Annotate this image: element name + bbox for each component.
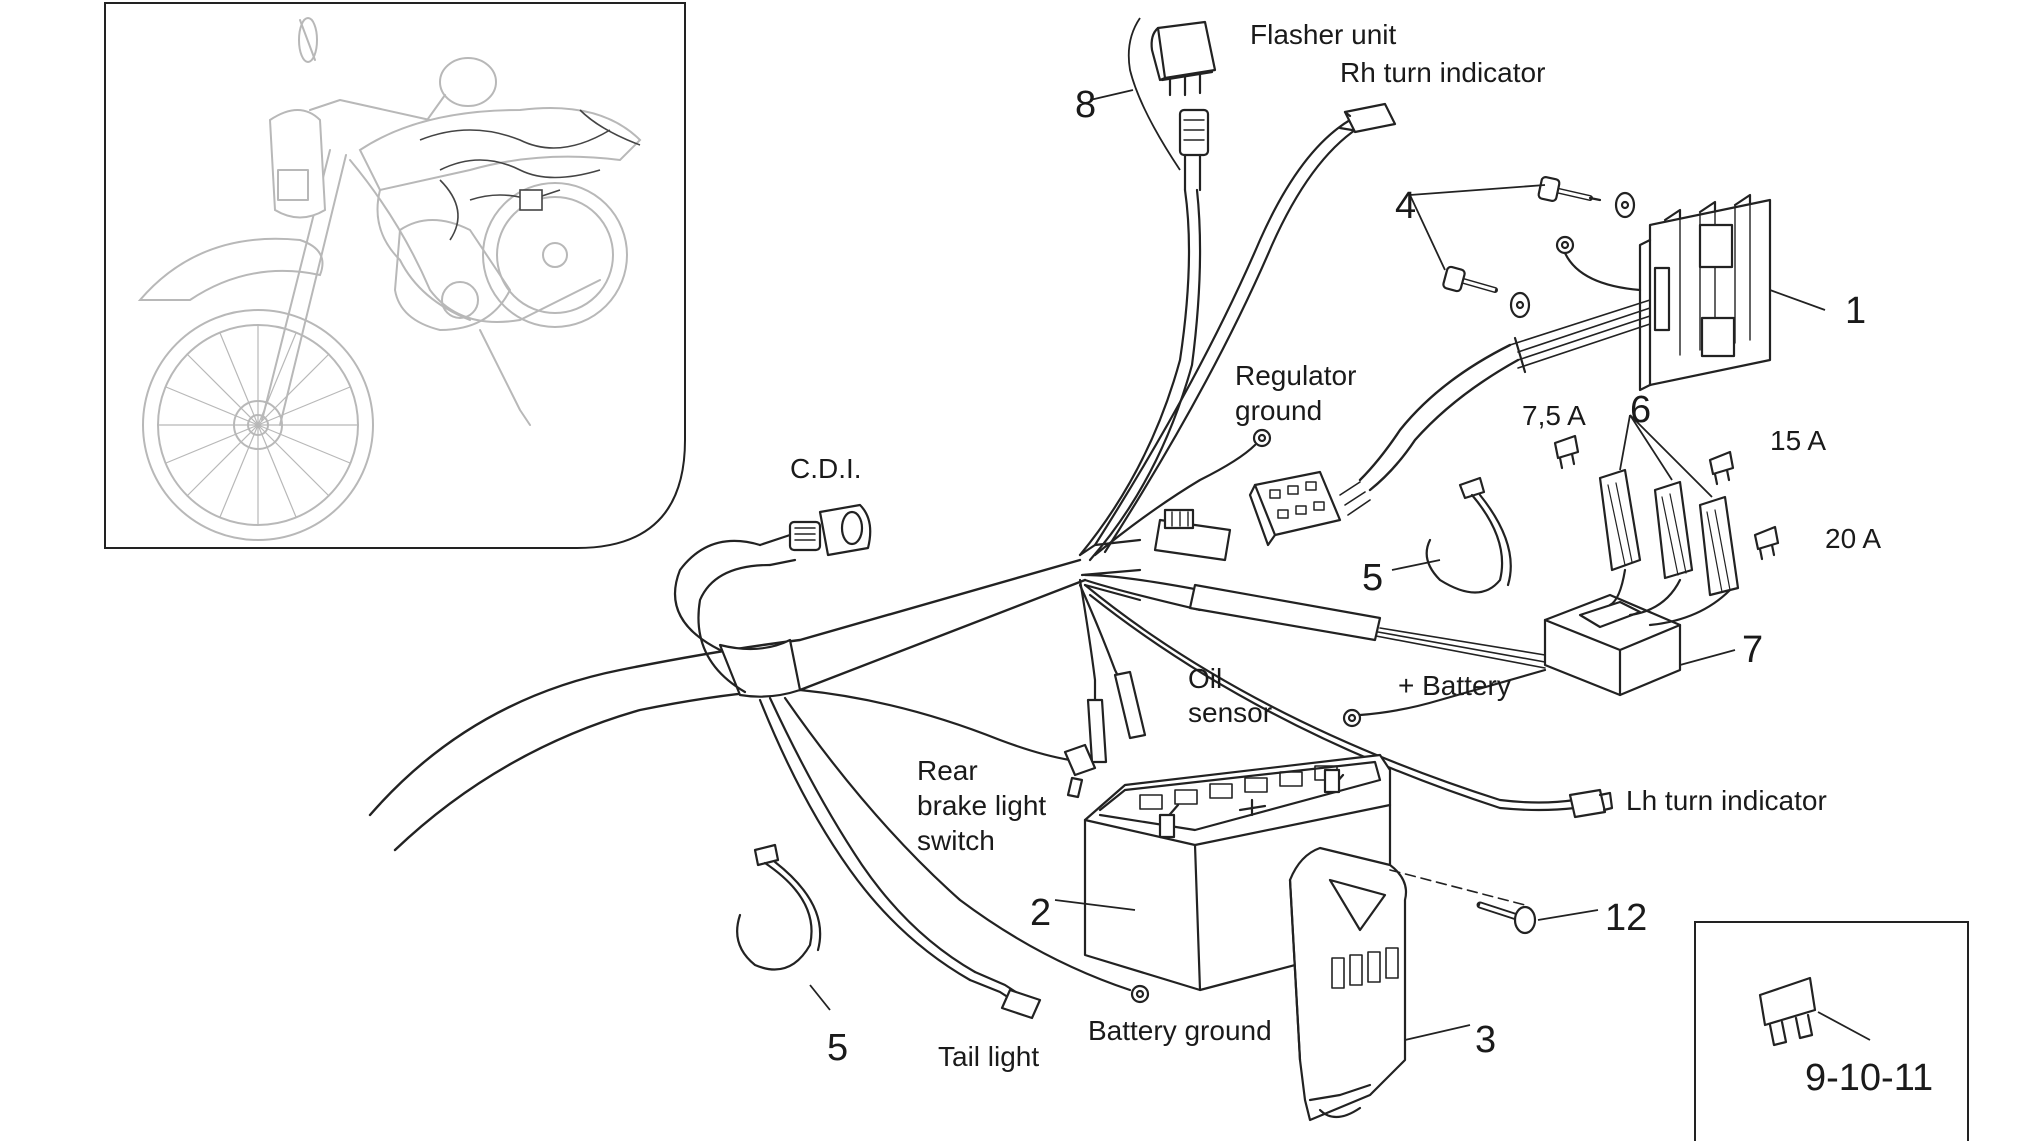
brake-switch-wire — [798, 688, 1097, 799]
label-battery-ground: Battery ground — [1088, 1015, 1272, 1046]
regulator-ground-wire — [1093, 428, 1272, 557]
label-tail-light: Tail light — [938, 1041, 1039, 1072]
label-rh-turn-indicator: Rh turn indicator — [1340, 57, 1545, 88]
label-plus-battery: + Battery — [1398, 670, 1511, 701]
cover-screw — [1389, 869, 1537, 935]
battery-cover — [1288, 846, 1408, 1122]
flasher-branch — [1078, 108, 1210, 562]
label-oil-sensor-line1: Oil — [1188, 663, 1222, 694]
regulator-connector — [1248, 470, 1371, 547]
callout-7-leader — [1679, 649, 1736, 666]
callout-12-leader — [1537, 909, 1599, 921]
voltage-regulator — [1638, 193, 1772, 392]
motorcycle-illustration — [137, 17, 642, 541]
callout-7: 7 — [1742, 629, 1763, 671]
callout-12: 12 — [1605, 897, 1647, 939]
label-regulator-ground-line2: ground — [1235, 395, 1322, 426]
callout-5b-leader — [809, 984, 831, 1011]
callout-6-leaders — [1619, 414, 1713, 498]
label-oil-sensor-line2: sensor — [1188, 697, 1272, 728]
callout-2: 2 — [1030, 892, 1051, 934]
battery-positive-cable — [1083, 573, 1547, 728]
label-lh-turn-indicator: Lh turn indicator — [1626, 785, 1827, 816]
callout-3: 3 — [1475, 1019, 1496, 1061]
cable-tie-lower — [736, 843, 822, 971]
tail-light-wire — [758, 696, 1042, 1020]
main-wiring-harness — [368, 533, 1142, 852]
regulator-screws — [1442, 176, 1642, 319]
callout-6: 6 — [1630, 389, 1651, 431]
callout-8: 8 — [1075, 84, 1096, 126]
callout-4-leaders — [1409, 184, 1546, 271]
flasher-unit — [1150, 20, 1217, 97]
label-rear-brake-line2: brake light — [917, 790, 1046, 821]
callout-9-10-11: 9-10-11 — [1805, 1057, 1933, 1099]
rh-turn-branch — [1093, 102, 1397, 554]
label-fuse-15a: 15 A — [1770, 425, 1826, 456]
battery-ground-wire — [783, 696, 1150, 1004]
regulator-cable — [1358, 299, 1651, 492]
label-rear-brake-line1: Rear — [917, 755, 978, 786]
fuse-box — [1543, 568, 1732, 697]
motorcycle-inset — [104, 2, 686, 549]
callout-1: 1 — [1845, 290, 1866, 332]
callout-2-leader — [1054, 899, 1136, 911]
callout-4: 4 — [1395, 185, 1416, 227]
callout-3-leader — [1404, 1024, 1471, 1041]
fuse-holders — [1598, 468, 1740, 597]
label-flasher-unit: Flasher unit — [1250, 19, 1397, 50]
callout-5-lower: 5 — [827, 1027, 848, 1069]
spare-fuse-inset — [1694, 921, 1969, 1143]
label-cdi: C.D.I. — [790, 453, 862, 484]
label-fuse-20a: 20 A — [1825, 523, 1881, 554]
label-regulator-ground-line1: Regulator — [1235, 360, 1356, 391]
callout-1-leader — [1769, 289, 1826, 311]
callout-8-bracket — [1089, 17, 1181, 171]
label-fuse-7-5a: 7,5 A — [1522, 400, 1586, 431]
label-rear-brake-line3: switch — [917, 825, 995, 856]
oil-sensor-wires — [1078, 578, 1147, 764]
labels: Flasher unit Rh turn indicator Regulator… — [790, 19, 1933, 1099]
callout-5a-leader — [1391, 559, 1441, 571]
harness-junction-connector — [1153, 508, 1232, 562]
blade-fuses — [1553, 434, 1780, 561]
cable-tie-upper — [1425, 476, 1512, 594]
callout-5-upper: 5 — [1362, 557, 1383, 599]
cdi-connector — [788, 503, 872, 557]
